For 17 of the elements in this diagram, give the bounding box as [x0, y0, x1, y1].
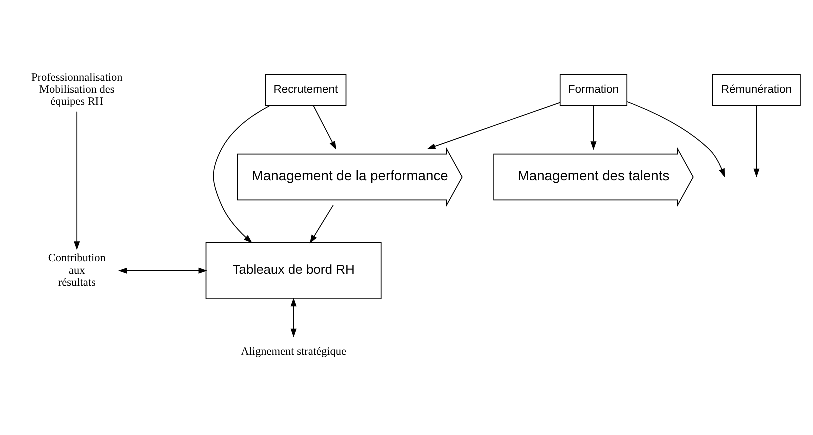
node-box: Tableaux de bord RH [206, 242, 382, 299]
arrow [118, 267, 208, 274]
arrow [626, 100, 726, 178]
node-text: Professionnalisation Mobilisation des équipes RH [31, 71, 123, 108]
arrow [427, 102, 561, 149]
node-box: Formation [560, 74, 628, 106]
node-text: Contribution aux résultats [48, 252, 106, 288]
node-box: Rémunération [712, 74, 801, 106]
node-text: Alignement stratégique [241, 345, 346, 358]
node-box: Recrutement [265, 74, 347, 106]
arrow [213, 104, 271, 243]
arrow [310, 204, 334, 244]
arrow [313, 104, 337, 150]
arrow [74, 110, 80, 250]
arrow [290, 297, 297, 338]
arrow [754, 104, 760, 178]
arrow [590, 104, 597, 150]
